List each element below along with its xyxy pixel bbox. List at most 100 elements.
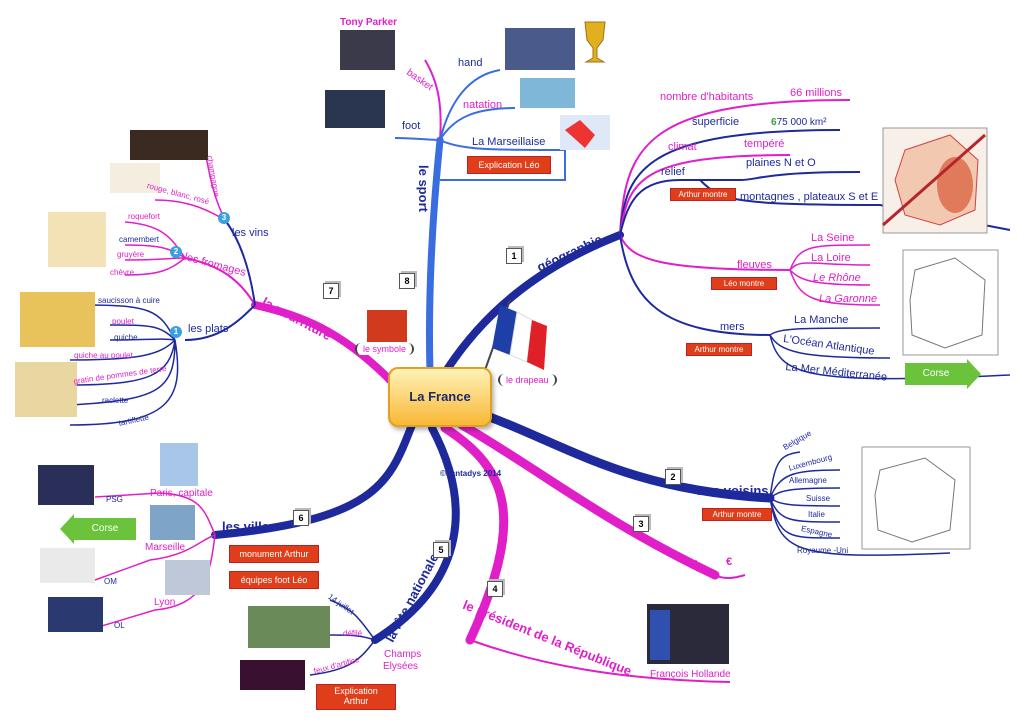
om-photo xyxy=(40,548,95,583)
corse-arrow-right[interactable]: Corse xyxy=(905,363,967,385)
ville-marseille[interactable]: Marseille xyxy=(145,542,186,553)
fleuves-leo-button[interactable]: Léo montre xyxy=(711,277,777,290)
fete-explication-line-2: Arthur xyxy=(343,696,369,707)
fleuve-seine: La Seine xyxy=(811,232,855,244)
nourriture-plats[interactable]: les plats xyxy=(188,323,229,335)
voisin-suisse: Suisse xyxy=(806,494,831,503)
branch-voisins-label[interactable]: nos voisins xyxy=(697,483,769,498)
branch-sport-label[interactable]: le sport xyxy=(416,165,431,212)
geo-habitants[interactable]: nombre d'habitants xyxy=(660,91,754,103)
eiffel-photo xyxy=(160,443,198,486)
geo-relief-line-2 xyxy=(699,179,1011,231)
fete-explication-line-1: Explication xyxy=(334,686,378,696)
explication-leo-button[interactable]: Explication Léo xyxy=(467,156,551,174)
branch-sport-line-natation xyxy=(439,107,516,141)
symbole-label[interactable]: le symbole xyxy=(355,343,415,355)
relief-map-divider xyxy=(882,133,986,227)
copyright: ©Fantadys 2014 xyxy=(440,469,502,478)
nourriture-vins xyxy=(224,219,256,306)
fete-champs: Champs xyxy=(384,649,422,660)
mer-manche: La Manche xyxy=(794,314,849,326)
monnaie-tail xyxy=(714,574,746,579)
natation-photo xyxy=(520,78,575,108)
flag-blue xyxy=(492,305,517,355)
monument-arthur-button[interactable]: monument Arthur xyxy=(229,545,319,563)
fleuve-garonne: La Garonne xyxy=(819,293,878,305)
relief-map-mountains xyxy=(937,157,973,213)
ol-photo xyxy=(48,597,103,632)
ville-psg: PSG xyxy=(106,495,123,504)
president-name: François Hollande xyxy=(650,669,731,680)
branch-president-line xyxy=(440,423,509,645)
voisins-sub xyxy=(769,451,951,556)
rooster-photo xyxy=(367,310,407,342)
champagne-photo xyxy=(130,130,208,160)
nourriture-vins[interactable]: les vins xyxy=(232,227,269,239)
sport-hand[interactable]: hand xyxy=(458,57,483,69)
geo-superficie-value-rest: 75 000 km² xyxy=(776,117,827,128)
mers-arthur-button[interactable]: Arthur montre xyxy=(686,343,752,356)
fromage-camembert: camembert xyxy=(119,235,160,244)
geo-mers[interactable]: mers xyxy=(720,321,745,333)
central-node[interactable]: La France xyxy=(388,367,492,427)
branch-geo-number: 1 xyxy=(506,248,522,264)
sport-marseillaise[interactable]: La Marseillaise xyxy=(472,136,546,148)
fleuve-rhone: Le Rhône xyxy=(813,272,861,284)
corse-arrow-right-head xyxy=(967,359,981,389)
fete-defile: défilé xyxy=(343,629,363,638)
plats-number: 1 xyxy=(170,326,182,338)
potatoes-photo xyxy=(20,292,95,347)
wines-photo xyxy=(110,163,160,193)
ville-om: OM xyxy=(104,577,117,586)
branch-sport-line-foot xyxy=(394,137,441,141)
branch-nourriture-number: 7 xyxy=(323,283,339,299)
geo-fleuves-sub xyxy=(789,244,881,306)
geo-superficie-value: 675 000 km² xyxy=(771,118,827,128)
sport-natation[interactable]: natation xyxy=(463,99,503,111)
geo-fleuves-line xyxy=(619,234,791,271)
geo-relief-montagnes: montagnes , plateaux S et E xyxy=(740,191,879,203)
branch-sport-line-pink xyxy=(424,59,442,141)
geo-fleuves[interactable]: fleuves xyxy=(737,259,772,271)
fete-sub xyxy=(309,599,376,676)
branch-villes-label[interactable]: les villes xyxy=(222,519,277,534)
drapeau-label[interactable]: le drapeau xyxy=(498,374,557,386)
corse-arrow-left-head xyxy=(60,514,74,544)
plat-raclette: raclette xyxy=(102,396,129,405)
psg-photo xyxy=(38,465,94,505)
cheese-photo xyxy=(48,212,106,267)
ville-paris[interactable]: Paris, capitale xyxy=(150,488,213,499)
fete-elysees: Elysées xyxy=(383,661,419,672)
hollande-flag xyxy=(650,610,670,660)
branch-monnaie-number: 3 xyxy=(633,516,649,532)
plat-saucisson: saucisson à cuire xyxy=(98,296,160,305)
plats-sub xyxy=(69,304,179,426)
branch-voisins-number: 2 xyxy=(665,469,681,485)
ville-ol: OL xyxy=(114,621,125,630)
branch-monnaie-line xyxy=(457,420,720,580)
equipes-foot-leo-button[interactable]: équipes foot Léo xyxy=(229,571,319,589)
branch-villes-line xyxy=(211,421,416,539)
feux-photo xyxy=(240,660,305,690)
plat-quiche-poulet: quiche au poulet xyxy=(74,351,133,360)
geo-superficie[interactable]: superficie xyxy=(692,116,740,128)
nourriture-plats xyxy=(184,304,256,341)
fromages-sub xyxy=(124,221,186,276)
geo-relief[interactable]: relief xyxy=(661,166,685,178)
ville-lyon[interactable]: Lyon xyxy=(154,597,176,608)
geo-climat-value: tempéré xyxy=(744,138,785,150)
fleuves-map-shape xyxy=(909,257,986,349)
voisins-arthur-button[interactable]: Arthur montre xyxy=(702,508,772,521)
branch-voisins-line xyxy=(465,405,775,503)
corse-arrow-left[interactable]: Corse xyxy=(74,518,136,540)
relief-arthur-button[interactable]: Arthur montre xyxy=(670,188,736,201)
geo-superficie-line xyxy=(619,129,841,236)
sport-foot[interactable]: foot xyxy=(402,120,421,132)
president-tail xyxy=(469,639,731,683)
geo-climat[interactable]: climat xyxy=(668,141,697,153)
branch-sport-number: 8 xyxy=(399,273,415,289)
sport-tony-parker: Tony Parker xyxy=(340,17,398,28)
voisin-allemagne: Allemagne xyxy=(789,476,827,485)
